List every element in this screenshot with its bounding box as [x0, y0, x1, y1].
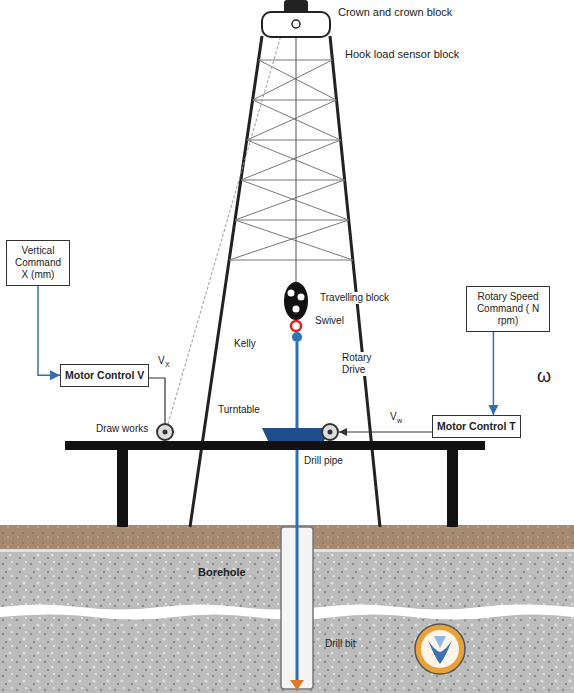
drill-bit — [290, 680, 304, 690]
block-sheave — [293, 306, 300, 313]
travelling-block — [284, 282, 308, 320]
block-sheave — [288, 290, 295, 297]
command-box: Vertical Command X (mm) — [6, 240, 70, 286]
block-sheave — [298, 294, 305, 301]
rig-floor — [65, 441, 485, 450]
signal-symbol: ω — [537, 366, 551, 388]
drill-line — [168, 32, 282, 424]
drill-bit-icon-face — [421, 630, 459, 668]
part-label: Hook load sensor block — [345, 48, 459, 61]
derrick-leg — [330, 36, 380, 527]
signal-name: V — [390, 411, 397, 423]
box-text: Motor Control T — [437, 420, 516, 433]
part-label: Drill bit — [325, 638, 356, 650]
drive-axle — [328, 430, 333, 435]
part-label: Travelling block — [318, 292, 391, 304]
crown-sheave — [292, 20, 300, 28]
derrick-lattice — [229, 60, 353, 260]
box-text: Motor Control V — [65, 369, 144, 382]
drill-bit-cutter — [434, 636, 446, 648]
floor-leg — [447, 450, 458, 527]
box-text: Rotary Speed Command ( N rpm) — [471, 291, 545, 327]
vw-wire — [339, 431, 440, 432]
command-connector — [493, 332, 495, 415]
part-label: Rotary Drive — [340, 352, 386, 376]
part-label: Borehole — [198, 566, 246, 579]
drum-axle — [163, 430, 168, 435]
drill-pipe — [296, 342, 299, 681]
signal-subscript: w — [397, 417, 402, 425]
command-connector — [38, 286, 60, 375]
motor-control-box: Motor Control T — [432, 415, 521, 438]
hoist-cable — [296, 36, 297, 283]
floor-leg — [117, 450, 128, 527]
signal-subscript: X — [165, 361, 170, 369]
swivel — [292, 332, 302, 342]
lattice-rung — [241, 180, 345, 181]
command-box: Rotary Speed Command ( N rpm) — [466, 286, 550, 332]
part-label: Kelly — [234, 338, 256, 350]
box-text: Vertical Command X (mm) — [11, 245, 65, 281]
turntable — [262, 428, 330, 441]
lattice-rung — [253, 100, 337, 101]
derrick-leg — [190, 36, 262, 527]
lattice-rung — [229, 260, 353, 261]
lattice-rung — [247, 140, 341, 141]
lattice-rung — [235, 220, 349, 221]
motor-control-box: Motor Control V — [60, 364, 149, 387]
lattice-brace — [235, 60, 353, 260]
draw-works-drum — [157, 424, 173, 440]
drill-bit-icon — [415, 624, 465, 674]
part-label: Turntable — [218, 404, 260, 416]
signal-name: V — [158, 355, 165, 367]
part-label: Swivel — [313, 315, 346, 327]
part-label: Draw works — [96, 423, 148, 435]
part-label: Drill pipe — [304, 455, 343, 467]
swivel-hook — [291, 321, 301, 331]
part-label: Crown and crown block — [338, 6, 452, 19]
crown-block — [262, 12, 330, 37]
rotary-drive-wheel — [322, 424, 338, 440]
lattice-brace — [229, 60, 349, 260]
